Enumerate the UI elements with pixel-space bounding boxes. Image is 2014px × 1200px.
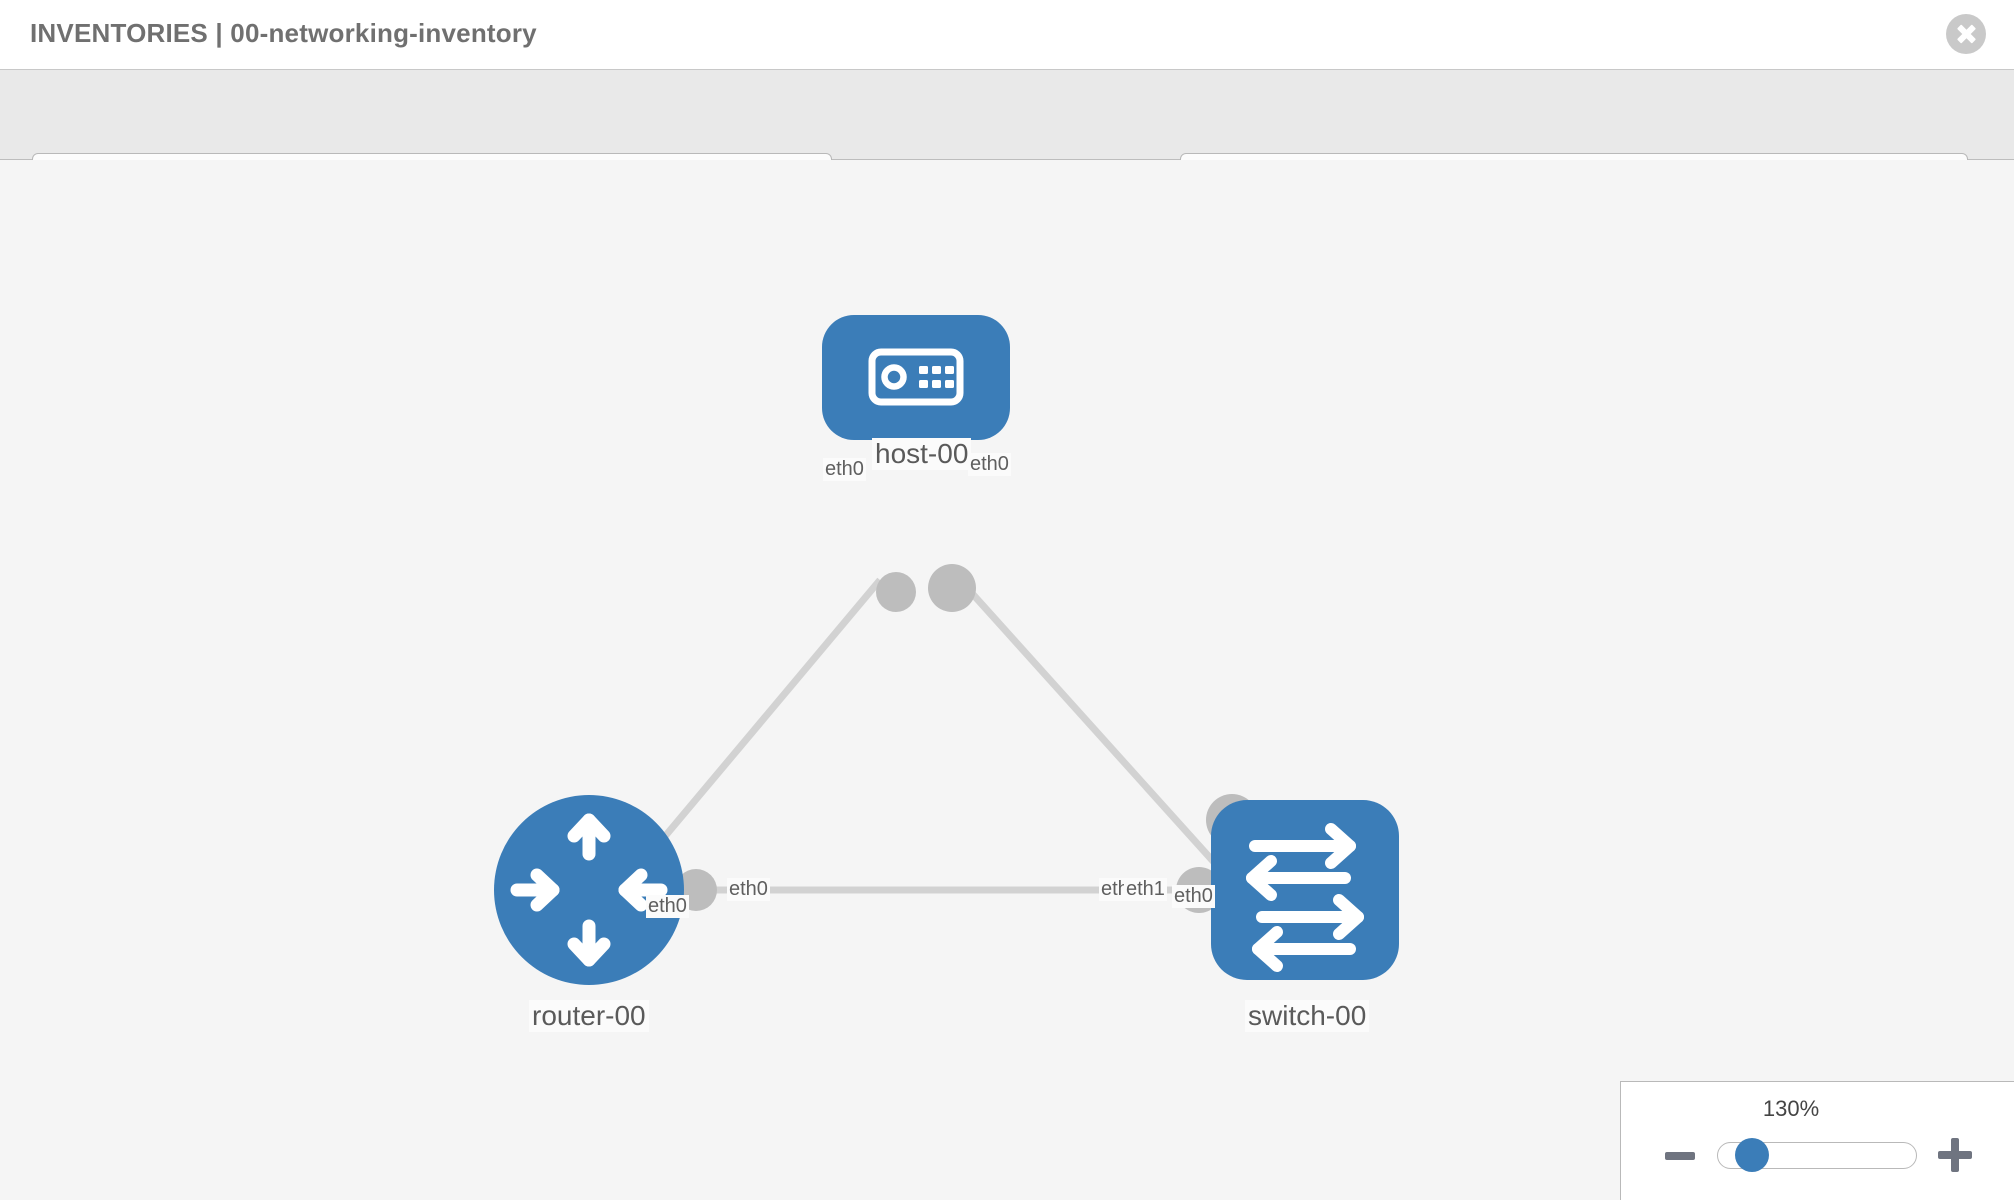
connector-host-left	[876, 572, 916, 612]
zoom-out-button[interactable]	[1665, 1152, 1695, 1160]
link-group	[617, 577, 1233, 894]
zoom-slider-thumb[interactable]	[1735, 1138, 1769, 1172]
iface-label-router-up: eth0	[646, 895, 689, 918]
topology-canvas[interactable]: host-00 router-00 switch-00 eth0 eth0 et…	[0, 160, 2014, 1200]
app-header: INVENTORIES | 00-networking-inventory	[0, 0, 2014, 70]
close-icon[interactable]	[1946, 14, 1986, 54]
node-label-router-00: router-00	[529, 1000, 649, 1032]
node-switch-00[interactable]	[1211, 800, 1399, 980]
node-label-host-00: host-00	[872, 438, 972, 470]
node-router-00[interactable]	[494, 795, 684, 985]
zoom-in-icon-vertical	[1951, 1138, 1959, 1172]
router-arrows-icon	[510, 813, 668, 967]
node-router-00-shape[interactable]	[494, 795, 684, 985]
iface-label-switch-up: eth0	[1172, 885, 1215, 908]
link-host-switch[interactable]	[957, 577, 1233, 883]
node-label-switch-00: switch-00	[1245, 1000, 1370, 1032]
connector-group	[675, 564, 1258, 913]
iface-label-host-right: eth0	[968, 453, 1011, 476]
node-host-00-shape[interactable]	[822, 315, 1010, 440]
iface-label-switch-left: eth1	[1124, 878, 1167, 901]
page-title: INVENTORIES | 00-networking-inventory	[30, 18, 537, 48]
topology-graph	[494, 315, 1399, 985]
toolbar: ACTIONS SEARCH	[0, 70, 2014, 209]
server-icon	[868, 348, 964, 406]
iface-label-router-right: eth0	[727, 878, 770, 901]
zoom-control-panel: 130%	[1620, 1081, 2014, 1200]
node-host-00[interactable]	[822, 315, 1010, 440]
zoom-level-label: 130%	[1762, 1096, 1820, 1121]
switch-arrows-icon	[1246, 823, 1364, 972]
iface-label-host-left: eth0	[823, 458, 866, 481]
connector-host-right	[928, 564, 976, 612]
zoom-in-button[interactable]	[1938, 1138, 1972, 1172]
